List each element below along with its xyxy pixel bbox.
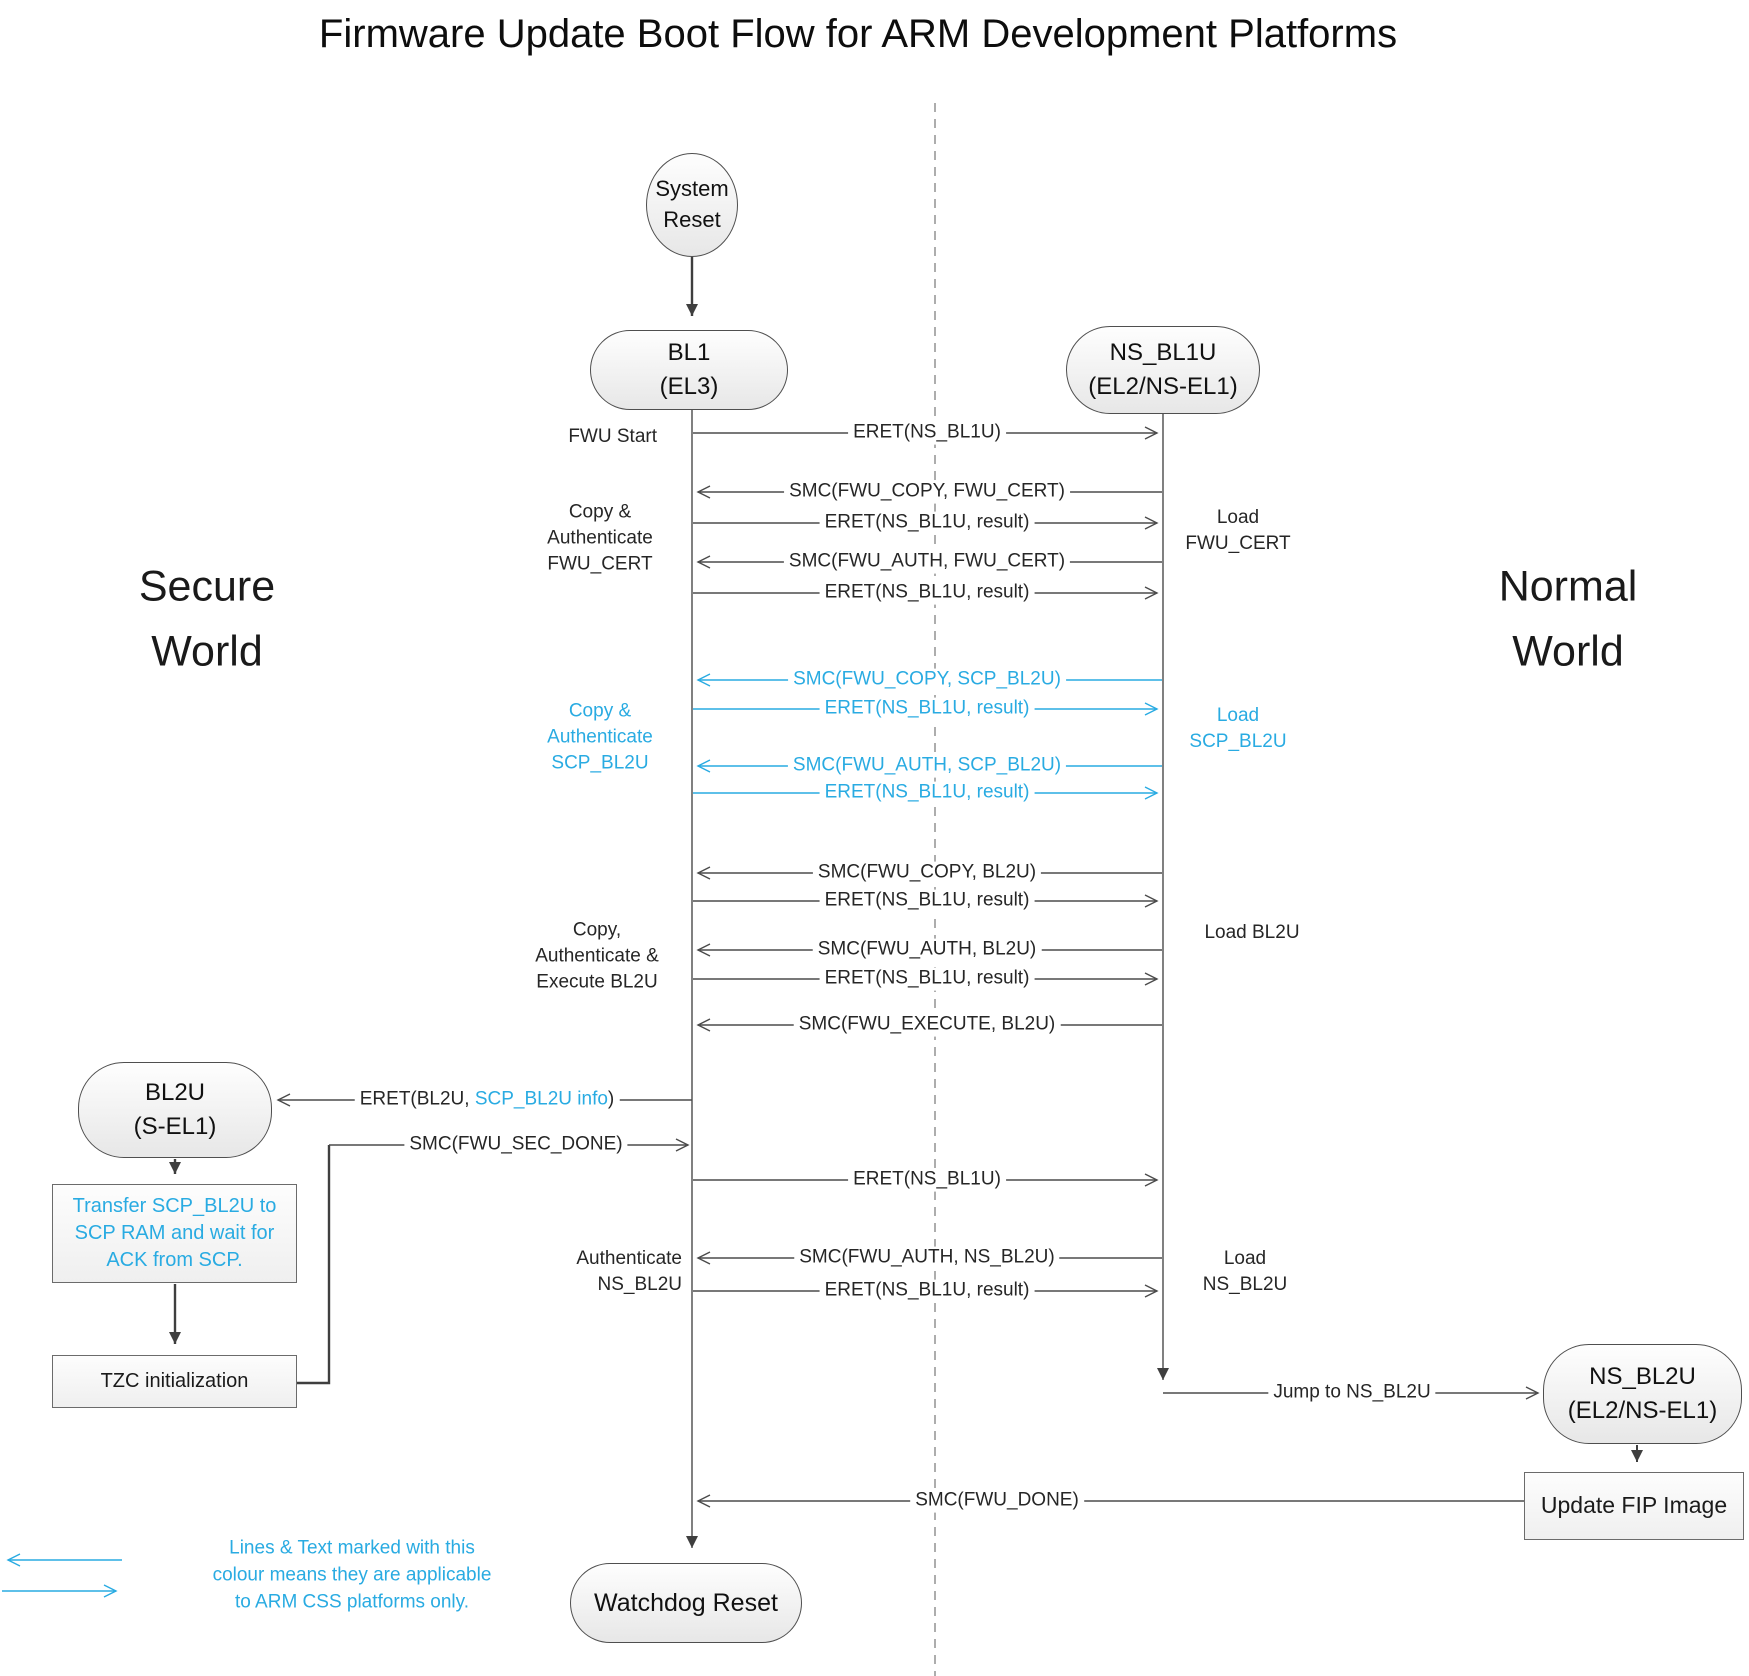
tzc-return-connector [297,1145,331,1385]
legend-note: Lines & Text marked with this colour mea… [212,1537,492,1613]
msg-label-jump-to-ns-bl2u: Jump to NS_BL2U [1268,1381,1436,1405]
side-label-fwu-start: FWU Start [568,425,657,447]
secure-world-label: Secure World [138,562,276,676]
ns-bl2u-label: NS_BL2U (EL2/NS-EL1) [1567,1363,1718,1424]
msg-label-smc-fwu-copy-cert: SMC(FWU_COPY, FWU_CERT) [784,480,1070,504]
msg-label-smc-fwu-auth-ns: SMC(FWU_AUTH, NS_BL2U) [794,1246,1060,1270]
ns-bl2u-node: NS_BL2U (EL2/NS-EL1) [1543,1344,1742,1444]
msg-label-smc-fwu-done: SMC(FWU_DONE) [910,1489,1084,1513]
eret-bl2u-suffix: ) [607,1088,615,1110]
bl2u-node: BL2U (S-EL1) [78,1062,272,1158]
msg-label-smc-fwu-auth-bl2u: SMC(FWU_AUTH, BL2U) [812,938,1042,962]
update-fip-image-label: Update FIP Image [1540,1492,1728,1519]
msg-label-smc-fwu-execute: SMC(FWU_EXECUTE, BL2U) [793,1013,1061,1037]
msg-label-smc-fwu-sec-done: SMC(FWU_SEC_DONE) [404,1133,628,1157]
side-label-load-fwu-cert: Load FWU_CERT [1185,506,1291,554]
ns-bl1u-node: NS_BL1U (EL2/NS-EL1) [1066,326,1260,414]
tzc-initialization-box: TZC initialization [52,1355,297,1408]
msg-label-eret-result-blue: ERET(NS_BL1U, result) [819,697,1035,721]
system-reset-label: System Reset [655,176,729,232]
msg-label-smc-fwu-copy-bl2u: SMC(FWU_COPY, BL2U) [812,861,1042,885]
side-label-copy-auth-scp-bl2u: Copy & Authenticate SCP_BL2U [547,700,653,775]
ns-bl1u-label: NS_BL1U (EL2/NS-EL1) [1088,339,1238,400]
msg-label-smc-fwu-auth-scp: SMC(FWU_AUTH, SCP_BL2U) [787,754,1067,778]
msg-label-eret-result: ERET(NS_BL1U, result) [819,511,1035,535]
msg-label-eret-result: ERET(NS_BL1U, result) [819,967,1035,991]
msg-label-eret-ns-bl1u: ERET(NS_BL1U) [848,1168,1006,1192]
side-label-load-ns-bl2u: Load NS_BL2U [1202,1247,1288,1295]
side-label-auth-ns-bl2u: Authenticate NS_BL2U [576,1247,682,1295]
msg-label-eret-result: ERET(NS_BL1U, result) [819,1279,1035,1303]
transfer-scp-bl2u-box: Transfer SCP_BL2U to SCP RAM and wait fo… [52,1184,297,1283]
msg-label-eret-ns-bl1u: ERET(NS_BL1U) [848,421,1006,445]
system-reset-node: System Reset [646,153,738,257]
side-label-load-scp-bl2u: Load SCP_BL2U [1189,704,1287,752]
bl2u-label: BL2U (S-EL1) [133,1079,217,1140]
bl1-node: BL1 (EL3) [590,330,788,410]
watchdog-reset-node: Watchdog Reset [570,1563,802,1643]
update-fip-image-box: Update FIP Image [1524,1472,1744,1540]
normal-world-label: Normal World [1498,562,1638,676]
msg-label-smc-fwu-auth-cert: SMC(FWU_AUTH, FWU_CERT) [783,550,1071,574]
side-label-copy-auth-fwu-cert: Copy & Authenticate FWU_CERT [547,501,653,576]
side-label-copy-auth-exec-bl2u: Copy, Authenticate & Execute BL2U [535,919,659,994]
msg-label-eret-result: ERET(NS_BL1U, result) [819,581,1035,605]
diagram-title: Firmware Update Boot Flow for ARM Develo… [318,12,1398,56]
watchdog-reset-label: Watchdog Reset [594,1588,778,1617]
msg-label-eret-bl2u: ERET(BL2U, SCP_BL2U info) [354,1088,620,1112]
transfer-scp-bl2u-label: Transfer SCP_BL2U to SCP RAM and wait fo… [72,1195,277,1271]
eret-bl2u-prefix: ERET(BL2U, [359,1088,475,1110]
side-label-load-bl2u: Load BL2U [1204,921,1300,943]
msg-label-smc-fwu-copy-scp: SMC(FWU_COPY, SCP_BL2U) [788,668,1066,692]
tzc-initialization-label: TZC initialization [100,1370,249,1392]
eret-bl2u-highlight: SCP_BL2U info [474,1088,608,1110]
msg-label-eret-result: ERET(NS_BL1U, result) [819,889,1035,913]
bl1-label: BL1 (EL3) [659,339,719,400]
msg-label-eret-result-blue: ERET(NS_BL1U, result) [819,781,1035,805]
